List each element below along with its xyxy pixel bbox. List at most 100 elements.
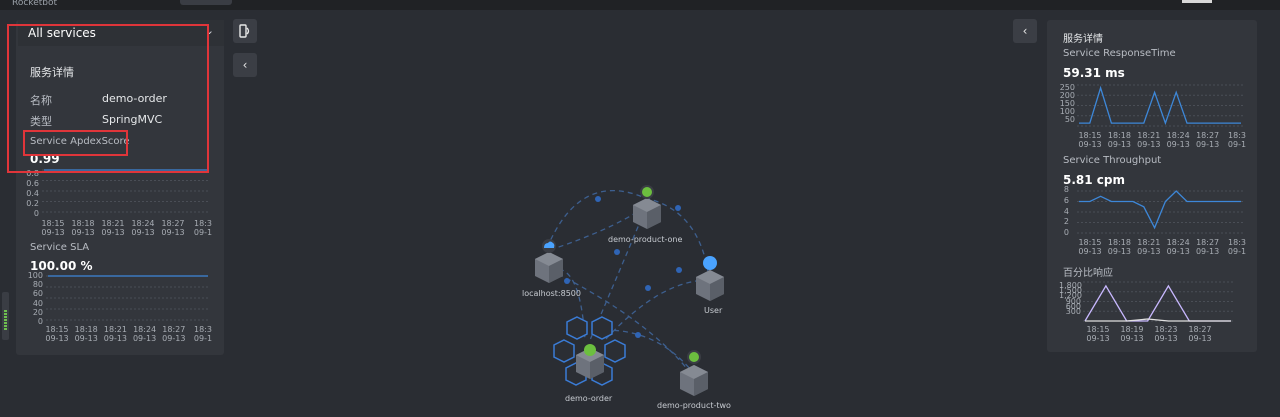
cloud-icon [544,241,555,248]
apdex-label: Service ApdexScore [30,136,130,147]
collapse-right-button[interactable]: ‹ [1013,19,1037,43]
edge-localhost-product-one [546,189,646,249]
y-tick-label: 0.2 [26,199,39,208]
throughput-label: Service Throughput [1063,155,1162,166]
y-tick-label: 1,500 [1059,286,1082,296]
throughput-value: 5.81 cpm [1063,173,1125,187]
throughput-chart [1077,190,1243,234]
y-tick-label: 1,800 [1059,281,1082,290]
top-right-control[interactable] [1182,0,1212,3]
response-time-label: Service ResponseTime [1063,48,1176,59]
edge-product-one-user [644,197,710,279]
apdex-chart [42,169,210,213]
toggle-panel-button[interactable] [233,19,257,43]
y-tick-label: 0.6 [26,179,39,188]
right-panel-title: 服务详情 [1063,34,1103,45]
edge-product-one-order [589,209,646,341]
node-label-product-two: demo-product-two [657,401,731,410]
y-tick-label: 60 [32,289,43,299]
right-service-panel [1047,20,1257,352]
y-tick-label: 150 [1059,99,1075,108]
series-line [1079,190,1241,230]
chevron-left-icon: ‹ [1022,24,1028,38]
node-label-localhost: localhost:8500 [522,289,581,298]
edge-aux [549,209,641,251]
panel-title: 服务详情 [30,66,74,79]
sla-chart [46,275,210,321]
spring-icon [584,344,596,356]
y-tick-label: 8 [1063,185,1069,194]
y-tick-label: 1,200 [1059,291,1082,301]
spring-icon [689,352,699,362]
y-tick-label: 100 [1059,107,1075,116]
node-order [576,348,604,379]
y-tick-label: 250 [1059,83,1075,92]
y-tick-label: 0.4 [26,189,39,198]
y-tick-label: 6 [1063,195,1069,205]
edge-order-product-two [604,329,696,376]
name-label: 名称 [30,94,52,107]
chevron-left-icon: ‹ [242,58,248,72]
type-value: SpringMVC [102,113,163,126]
edge-localhost-product-two [549,269,693,376]
y-tick-label: 0 [1063,228,1069,237]
type-label: 类型 [30,115,52,128]
service-detail-card: 服务详情 名称 demo-order 类型 SpringMVC Service … [16,47,206,167]
y-tick-label: 100 [27,271,43,280]
node-localhost [535,252,563,283]
brand-logo-text: Rocketbot [12,0,58,8]
y-tick-label: 0 [33,209,39,218]
service-select[interactable]: All services ⌄ [18,20,224,46]
sla-label: Service SLA [30,242,90,253]
y-tick-label: 50 [1064,115,1075,124]
y-tick-label: 80 [32,280,43,290]
percentile-chart [1083,281,1233,322]
y-tick-label: 20 [32,307,43,317]
y-tick-label: 0 [37,317,43,326]
series-line [1084,284,1231,322]
users-icon [703,256,717,270]
side-scroll-widget[interactable] [2,292,9,340]
spring-icon [642,187,652,197]
y-tick-label: 0.8 [26,169,39,178]
device-icon [239,24,250,38]
node-label-product-one: demo-product-one [608,235,683,244]
apdex-value: 0.99 [30,152,60,166]
top-tab[interactable] [180,0,232,5]
series-line [1085,318,1231,322]
response-time-value: 59.31 ms [1063,66,1125,80]
chevron-down-icon: ⌄ [204,24,214,37]
collapse-left-button[interactable]: ‹ [233,53,257,77]
y-tick-label: 4 [1063,206,1069,216]
topology-graph[interactable] [500,170,760,410]
y-tick-label: 300 [1065,307,1081,316]
sla-value: 100.00 % [30,259,93,273]
